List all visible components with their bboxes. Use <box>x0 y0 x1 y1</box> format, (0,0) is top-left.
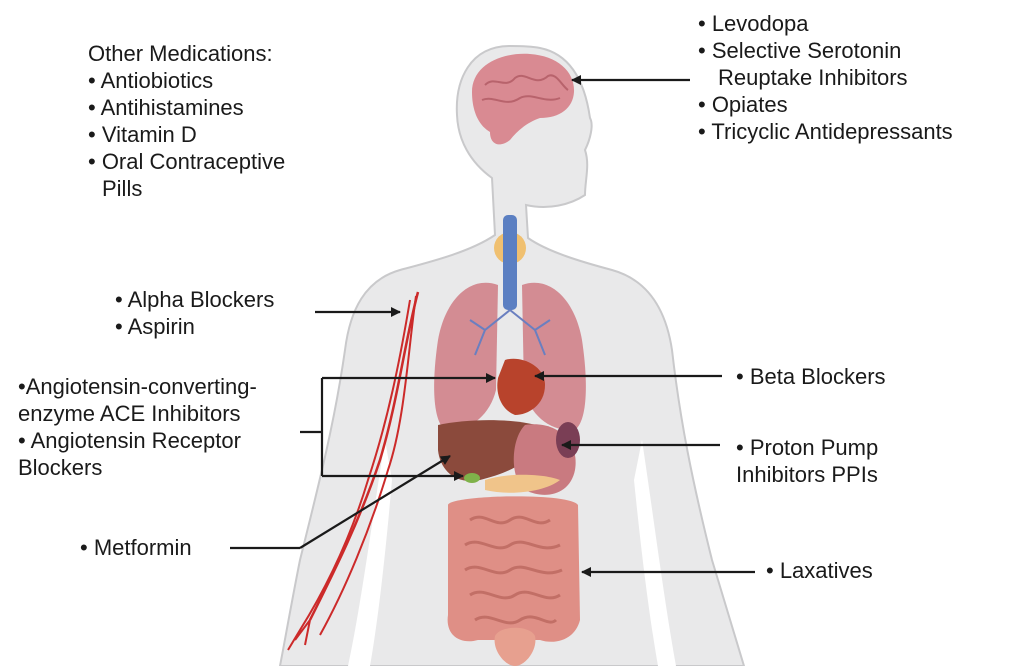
trachea-organ <box>503 215 517 310</box>
kidney-drug-arb-cont: Blockers <box>18 454 257 481</box>
vessel-drug-list: • Alpha Blockers • Aspirin <box>115 286 274 340</box>
other-medications-list: Other Medications: • Antiobiotics • Anti… <box>88 40 285 202</box>
kidney-drug-arb: • Angiotensin Receptor <box>18 427 257 454</box>
stomach-drug-ppi: • Proton Pump <box>736 434 878 461</box>
vessel-drug-aspirin: • Aspirin <box>115 313 274 340</box>
other-medications-title: Other Medications: <box>88 40 285 67</box>
gallbladder-organ <box>464 473 480 483</box>
stomach-drug-ppi-cont: Inhibitors PPIs <box>736 461 878 488</box>
vessel-drug-alpha-blockers: • Alpha Blockers <box>115 286 274 313</box>
brain-drug-list: • Levodopa • Selective Serotonin Reuptak… <box>698 10 953 145</box>
liver-drug-list: • Metformin <box>80 534 192 561</box>
other-med-ocp: • Oral Contraceptive <box>88 148 285 175</box>
brain-drug-tca: • Tricyclic Antidepressants <box>698 118 953 145</box>
brain-drug-ssri: • Selective Serotonin <box>698 37 953 64</box>
intestine-drug-list: • Laxatives <box>766 557 873 584</box>
other-med-antihistamines: • Antihistamines <box>88 94 285 121</box>
brain-drug-levodopa: • Levodopa <box>698 10 953 37</box>
other-med-vitamin-d: • Vitamin D <box>88 121 285 148</box>
kidney-drug-list: •Angiotensin-converting- enzyme ACE Inhi… <box>18 373 257 481</box>
spleen-organ <box>556 422 580 458</box>
brain-drug-opiates: • Opiates <box>698 91 953 118</box>
other-med-ocp-cont: Pills <box>88 175 285 202</box>
stomach-drug-list: • Proton Pump Inhibitors PPIs <box>736 434 878 488</box>
heart-drug-beta-blockers: • Beta Blockers <box>736 363 886 390</box>
kidney-drug-ace-cont: enzyme ACE Inhibitors <box>18 400 257 427</box>
brain-drug-ssri-cont: Reuptake Inhibitors <box>698 64 953 91</box>
other-med-antibiotics: • Antiobiotics <box>88 67 285 94</box>
heart-drug-list: • Beta Blockers <box>736 363 886 390</box>
kidney-drug-ace: •Angiotensin-converting- <box>18 373 257 400</box>
liver-drug-metformin: • Metformin <box>80 534 192 561</box>
intestine-drug-laxatives: • Laxatives <box>766 557 873 584</box>
